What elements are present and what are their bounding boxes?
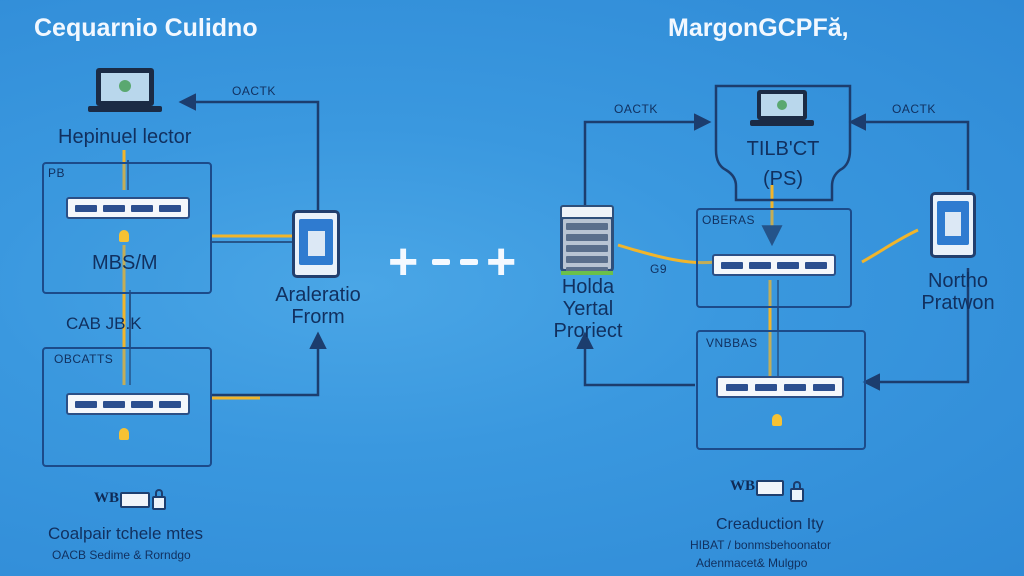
laptop-icon — [88, 68, 162, 112]
left-top-return-arrow — [178, 93, 320, 210]
connector-dash-1 — [432, 259, 450, 265]
left-phone-icon — [292, 210, 340, 278]
left-endpoint-label-line1: Araleratio — [275, 284, 361, 306]
left-bottom-connector-icon — [119, 428, 129, 440]
right-edge-label-left: OACTK — [614, 102, 658, 116]
left-bottom-switch — [66, 393, 190, 415]
left-endpoint-label: Araleratio Frorm — [270, 284, 366, 328]
right-lower-right-arrow — [862, 268, 970, 391]
right-lower-switch — [716, 376, 844, 398]
server-label-line1: Holda — [561, 276, 615, 298]
center-hub-outline — [714, 84, 852, 202]
left-edge-label: OACTK — [232, 84, 276, 98]
right-badge: WB — [730, 478, 756, 494]
right-lower-box-tag: VNBBAS — [706, 336, 758, 350]
center-hub-label: TILB'CT (PS) — [722, 134, 844, 194]
left-link-label: CAB JB.K — [66, 314, 142, 333]
right-endpoint-label-line2: Pratwon — [921, 292, 995, 314]
left-top-switch — [66, 197, 190, 219]
center-hub-label-line2: (PS) — [763, 168, 803, 190]
right-footer-line2: HIBAT / bonmsbehoonator — [690, 538, 831, 552]
server-label-line2: Yertal — [562, 298, 614, 320]
right-cross-label: G9 — [650, 262, 668, 276]
server-label: Holda Yertal Proriect — [540, 276, 636, 342]
right-left-top-arrow — [583, 113, 712, 205]
right-tag-icon — [756, 480, 784, 496]
left-endpoint-label-line2: Frorm — [291, 306, 345, 328]
left-bottom-box-tag: OBCATTS — [54, 352, 114, 366]
right-title: MargonGCPFă, — [668, 14, 849, 42]
left-badge: WB — [94, 490, 120, 506]
connector-plus-right: + — [486, 233, 517, 291]
left-lock-icon — [152, 489, 166, 510]
server-label-line3: Proriect — [553, 320, 623, 342]
center-hub-label-line1: TILB'CT — [746, 138, 820, 160]
left-bottom-return-arrow — [212, 331, 327, 397]
right-lock-icon — [790, 481, 804, 502]
left-top-connector-icon — [119, 230, 129, 242]
right-lower-left-arrow — [576, 331, 695, 387]
connector-plus-left: + — [388, 233, 419, 291]
right-upper-switch — [712, 254, 836, 276]
left-top-box-label: MBS/M — [92, 252, 158, 274]
right-endpoint-label: Northo Pratwon — [912, 270, 1004, 314]
right-edge-label-right: OACTK — [892, 102, 936, 116]
left-footer-line2: OACB Sedime & Rorndgo — [52, 548, 191, 562]
center-laptop-icon — [750, 90, 814, 126]
left-host-label: Hepinuel lector — [58, 126, 192, 148]
right-upper-box-tag: OBERAS — [702, 213, 756, 227]
left-top-box-tag: PB — [48, 166, 66, 180]
right-phone-icon — [930, 192, 976, 258]
server-icon — [560, 205, 614, 275]
left-top-network-box — [42, 162, 212, 294]
right-endpoint-label-line1: Northo — [927, 270, 989, 292]
right-footer-line3: Adenmacet& Mulgpo — [696, 556, 808, 570]
right-footer-line1: Creaduction Ity — [716, 516, 824, 533]
left-tag-icon — [120, 492, 150, 508]
right-right-top-arrow — [848, 113, 970, 190]
connector-dash-2 — [460, 259, 478, 265]
left-footer-line1: Coalpair tchele mtes — [48, 524, 203, 543]
right-lower-connector-icon — [772, 414, 782, 426]
left-title: Cequarnio Culidno — [34, 14, 258, 42]
